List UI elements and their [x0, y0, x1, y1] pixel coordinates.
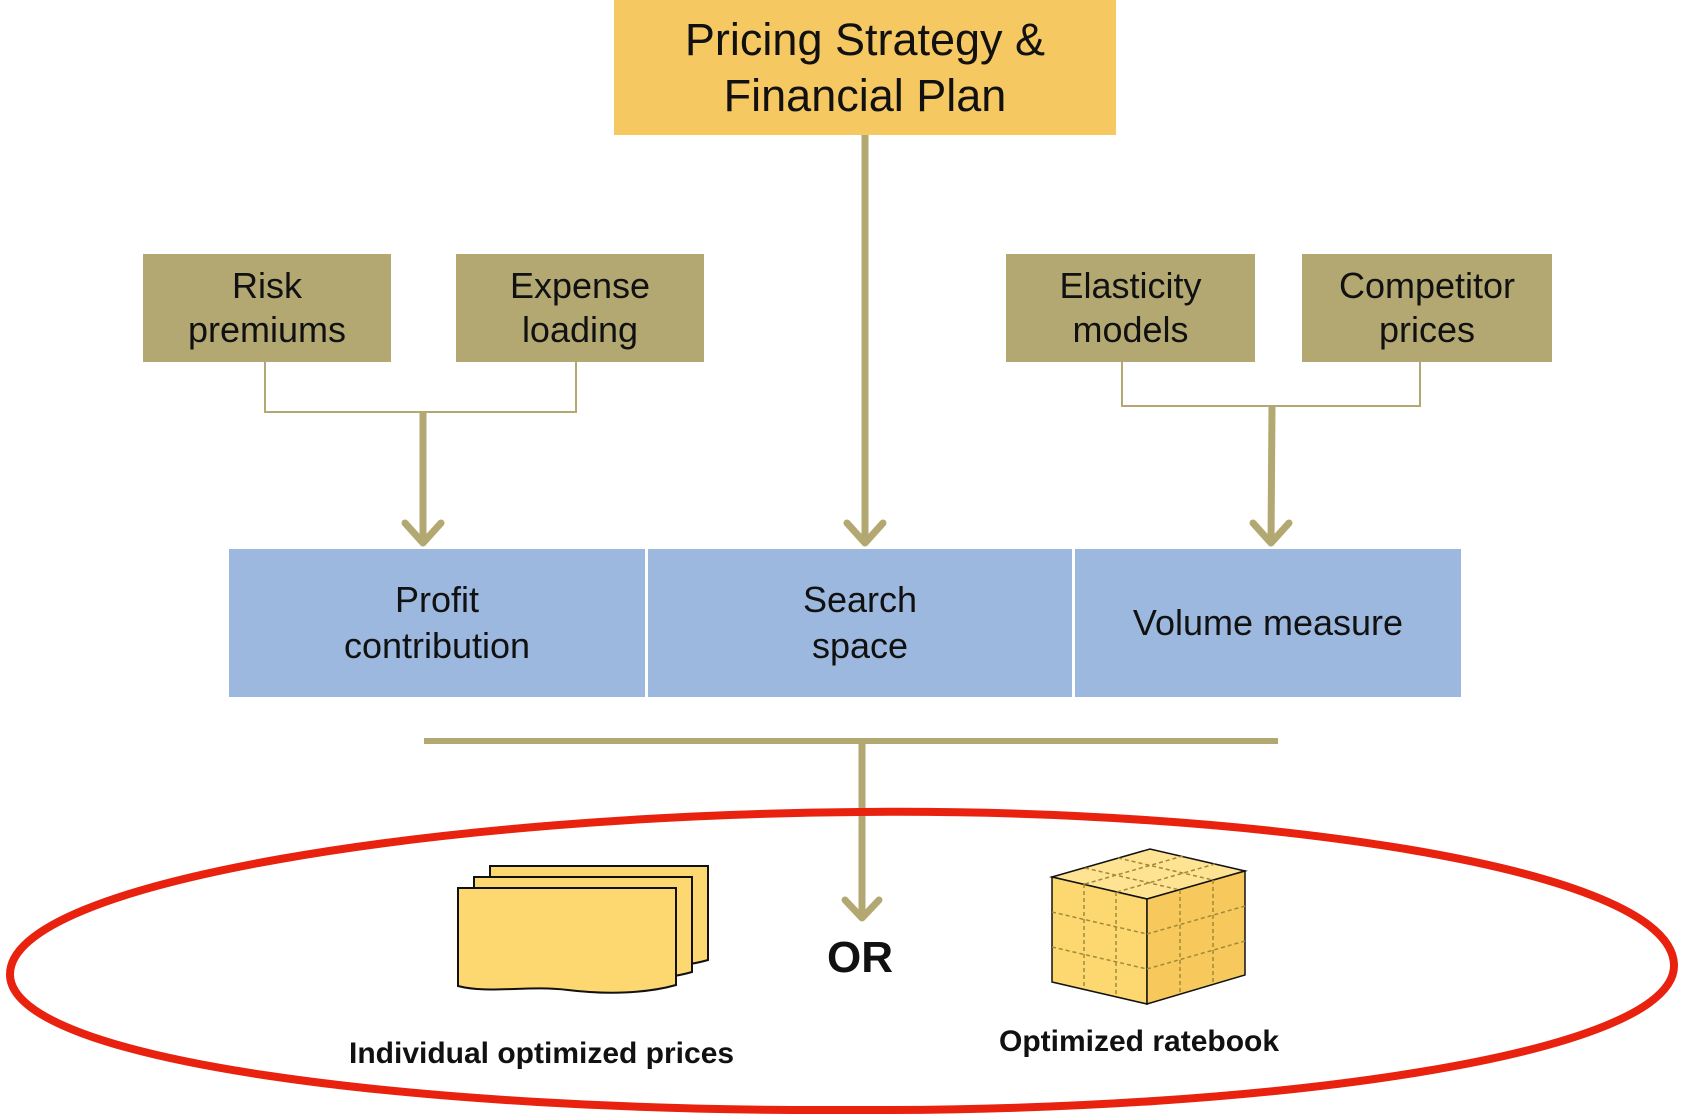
competitor-prices-line2: prices: [1378, 309, 1476, 350]
volume-measure-line1: Volume measure: [1132, 602, 1404, 643]
competitor-prices-box: Competitor prices: [1302, 254, 1552, 362]
arrow-right-head: [1249, 519, 1293, 547]
pricing-strategy-box: Pricing Strategy & Financial Plan: [614, 0, 1116, 135]
elasticity-models-line1: Elasticity: [1059, 265, 1202, 306]
arrow-center-head: [843, 519, 887, 547]
arrow-left-head: [401, 519, 445, 547]
search-space-box: Search space: [648, 549, 1072, 697]
risk-premiums-line1: Risk: [232, 265, 302, 306]
volume-measure-box: Volume measure: [1075, 549, 1461, 697]
expense-loading-line2: loading: [521, 309, 639, 350]
profit-contribution-line2: contribution: [343, 625, 531, 666]
bracket-right: [1121, 362, 1421, 407]
risk-premiums-box: Risk premiums: [143, 254, 391, 362]
or-label: OR: [827, 933, 893, 982]
documents-icon: [457, 865, 709, 994]
pricing-strategy-line2: Financial Plan: [723, 69, 1007, 121]
ratebook-label: Optimized ratebook: [999, 1025, 1280, 1058]
pricing-strategy-line1: Pricing Strategy &: [684, 13, 1046, 65]
highlight-ellipse: [5, 807, 1679, 1115]
search-space-line2: space: [811, 625, 909, 666]
cube-icon: [1049, 848, 1248, 1006]
profit-contribution-box: Profit contribution: [229, 549, 645, 697]
elasticity-models-box: Elasticity models: [1006, 254, 1255, 362]
bracket-left: [264, 362, 577, 413]
profit-contribution-line1: Profit: [394, 579, 480, 620]
arrow-output-head: [841, 896, 883, 922]
search-space-line1: Search: [802, 579, 918, 620]
elasticity-models-line2: models: [1072, 309, 1189, 350]
risk-premiums-line2: premiums: [187, 309, 347, 350]
arrow-right-shaft: [1267, 405, 1276, 544]
expense-loading-box: Expense loading: [456, 254, 704, 362]
expense-loading-line1: Expense: [509, 265, 651, 306]
competitor-prices-line1: Competitor: [1338, 265, 1516, 306]
individual-prices-label: Individual optimized prices: [349, 1037, 735, 1070]
